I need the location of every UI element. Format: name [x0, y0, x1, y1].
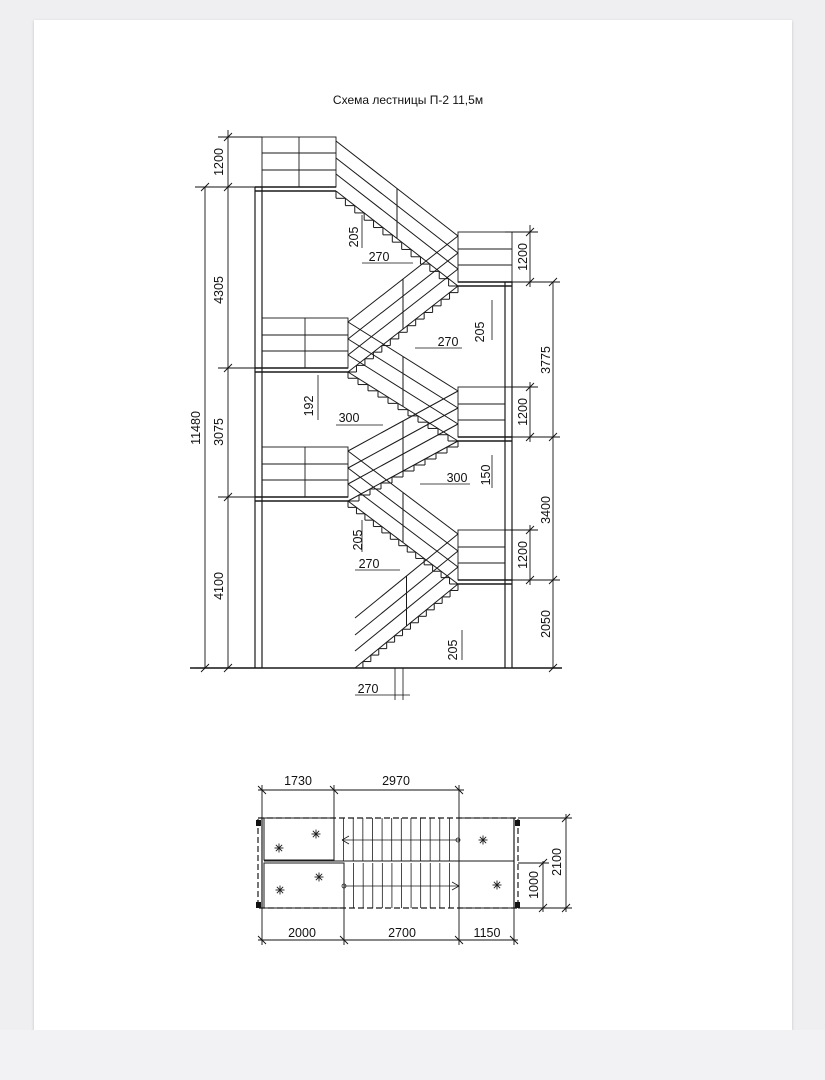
plan-dim-labels: 1730 2970 2000 2700 1150 1000 2100 [284, 774, 564, 940]
plan-dimension-lines [257, 785, 572, 945]
tread-label: 270 [358, 682, 379, 696]
drawing-title: Схема лестницы П-2 11,5м [333, 93, 483, 107]
dim-overall: 11480 [189, 411, 203, 445]
grating-marks [274, 829, 502, 895]
tread-label: 270 [359, 557, 380, 571]
dim-right-5: 1200 [516, 541, 530, 569]
plan-treads [333, 818, 460, 908]
dim-right-2: 3775 [539, 346, 553, 374]
plan-dim-bottom-1: 2000 [288, 926, 316, 940]
plan-view [256, 817, 520, 909]
plan-dim-right-2: 2100 [550, 848, 564, 876]
railing-left-top [261, 136, 337, 188]
riser-label: 205 [347, 227, 361, 248]
riser-labels: 205 205 192 150 205 205 [302, 227, 493, 661]
plan-dim-top-2: 2970 [382, 774, 410, 788]
railing-right-1 [457, 231, 513, 283]
plan-landing-lower-left [263, 862, 345, 909]
landing-right-3 [458, 579, 512, 585]
drawing-sheet [34, 20, 792, 1030]
right-dimension-chain [505, 225, 560, 673]
left-dim-labels: 1200 4305 3075 4100 11480 [189, 148, 226, 600]
left-dimension-chain [195, 130, 262, 673]
grating-mark [275, 844, 283, 852]
plan-landing-upper-left [263, 817, 335, 861]
dim-right-3: 1200 [516, 398, 530, 426]
walk-start-upper [455, 837, 461, 843]
plan-dim-bottom-2: 2700 [388, 926, 416, 940]
landing-right-1 [458, 281, 512, 287]
stair-flights [335, 140, 459, 669]
walk-arrow-lower [451, 881, 460, 891]
riser-label: 192 [302, 396, 316, 417]
tread-label: 300 [339, 411, 360, 425]
dim-left-2: 4305 [212, 276, 226, 304]
landing-left-mid [255, 367, 348, 373]
railing-right-3 [457, 529, 506, 581]
viewer-bottom-band [0, 1030, 825, 1080]
elevation-view [190, 136, 562, 669]
railing-left-low [261, 446, 349, 498]
step-detail-lines [317, 215, 493, 700]
right-column [504, 282, 513, 668]
walk-start-lower [341, 883, 347, 889]
walk-arrow-upper [341, 835, 350, 845]
landing-right-2 [458, 436, 512, 442]
left-column [254, 187, 263, 668]
plan-outline [257, 817, 519, 909]
grating-mark [479, 836, 487, 844]
plan-dim-bottom-3: 1150 [474, 926, 501, 940]
riser-label: 205 [473, 322, 487, 343]
dim-left-4: 4100 [212, 572, 226, 600]
corner-post [256, 902, 261, 908]
landing-left-low [255, 496, 348, 502]
grating-mark [276, 886, 284, 894]
riser-label: 205 [446, 640, 460, 661]
plan-dim-top-1: 1730 [284, 774, 312, 788]
dim-left-1: 1200 [212, 148, 226, 176]
dim-right-1: 1200 [516, 243, 530, 271]
corner-post [515, 820, 520, 826]
plan-landing-right [458, 817, 515, 909]
tread-labels: 270 270 300 300 270 270 [339, 250, 468, 696]
plan-dim-right-1: 1000 [527, 871, 541, 899]
grating-mark [312, 830, 320, 838]
tread-label: 270 [369, 250, 390, 264]
landing-left-top [255, 186, 336, 192]
riser-label: 205 [351, 530, 365, 551]
riser-label: 150 [479, 465, 493, 486]
railing-right-2 [457, 386, 506, 438]
tread-label: 300 [447, 471, 468, 485]
corner-post [515, 902, 520, 908]
corner-post [256, 820, 261, 826]
railing-left-mid [261, 317, 349, 369]
dim-left-3: 3075 [212, 418, 226, 446]
right-dim-labels: 1200 3775 1200 3400 1200 2050 [516, 243, 553, 638]
grating-mark [493, 881, 501, 889]
tread-label: 270 [438, 335, 459, 349]
dim-right-4: 3400 [539, 496, 553, 524]
grating-mark [315, 873, 323, 881]
dim-right-6: 2050 [539, 610, 553, 638]
